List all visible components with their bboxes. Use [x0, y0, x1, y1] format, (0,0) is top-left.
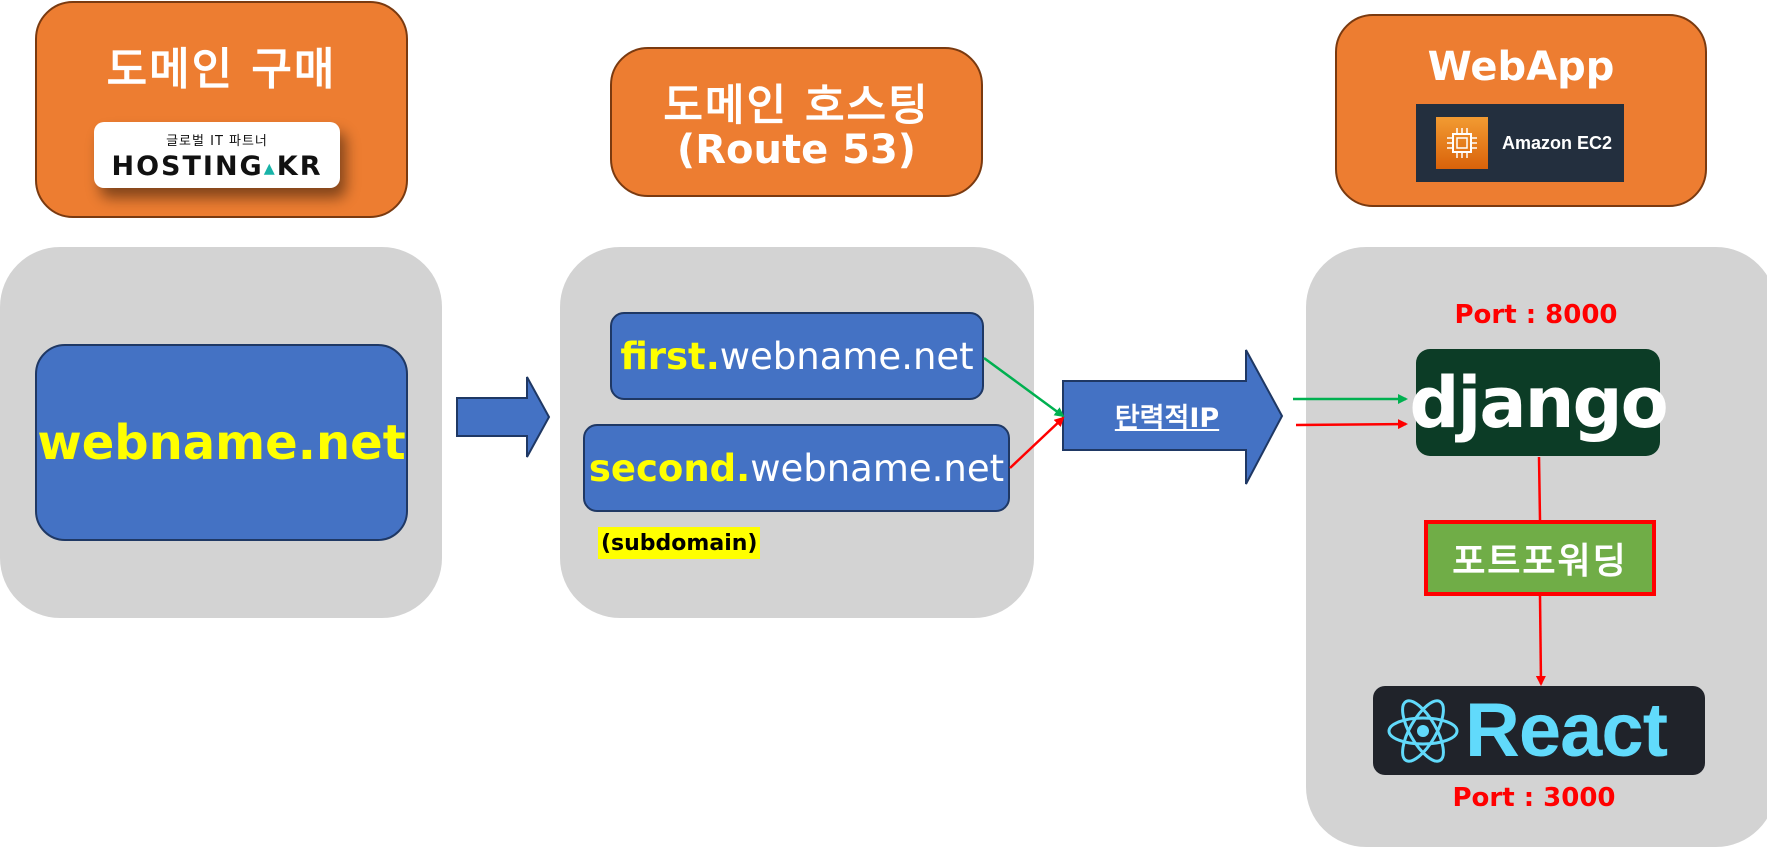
- port-8000-label: Port : 8000: [1454, 300, 1618, 330]
- react-logo-text: React: [1465, 688, 1668, 773]
- domain-hosting-subtitle: (Route 53): [676, 127, 917, 173]
- react-atom-icon: [1387, 698, 1459, 763]
- domain-hosting-title: 도메인 호스팅: [663, 81, 930, 131]
- elastic-ip-label: 탄력적IP: [1114, 403, 1220, 434]
- root-domain-text: webname.net: [37, 414, 406, 471]
- port-forwarding-box: 포트포워딩: [1424, 520, 1656, 596]
- second-subdomain-suffix: webname.net: [750, 446, 1005, 490]
- hosting-logo-name-left: HOSTING: [111, 151, 264, 182]
- domain-purchase-title: 도메인 구매: [106, 44, 337, 95]
- subdomain-label: (subdomain): [598, 527, 761, 559]
- react-logo: React: [1373, 686, 1705, 775]
- webapp-title: WebApp: [1427, 44, 1615, 90]
- root-domain-box: webname.net: [35, 344, 408, 541]
- logo-dot-icon: ▴: [263, 156, 277, 181]
- second-subdomain-box: second.webname.net: [583, 424, 1010, 512]
- flow-arrow-1: [456, 376, 551, 458]
- first-subdomain-box: first.webname.net: [610, 312, 984, 400]
- port-3000-label: Port : 3000: [1452, 783, 1616, 813]
- amazon-ec2-badge: Amazon EC2: [1416, 104, 1624, 182]
- hosting-logo-name: HOSTING▴KR: [94, 151, 340, 182]
- ec2-label: Amazon EC2: [1502, 132, 1613, 153]
- first-subdomain-prefix: first.: [620, 334, 720, 378]
- second-subdomain-prefix: second.: [588, 446, 751, 490]
- hosting-kr-logo: 글로벌 IT 파트너 HOSTING▴KR: [94, 122, 340, 188]
- first-subdomain-suffix: webname.net: [719, 334, 974, 378]
- hosting-logo-name-right: KR: [276, 151, 323, 182]
- domain-hosting-box: 도메인 호스팅 (Route 53): [610, 47, 983, 197]
- django-logo: django: [1409, 349, 1669, 456]
- ec2-chip-icon: [1436, 117, 1488, 169]
- hosting-logo-tagline: 글로벌 IT 파트너: [166, 134, 268, 149]
